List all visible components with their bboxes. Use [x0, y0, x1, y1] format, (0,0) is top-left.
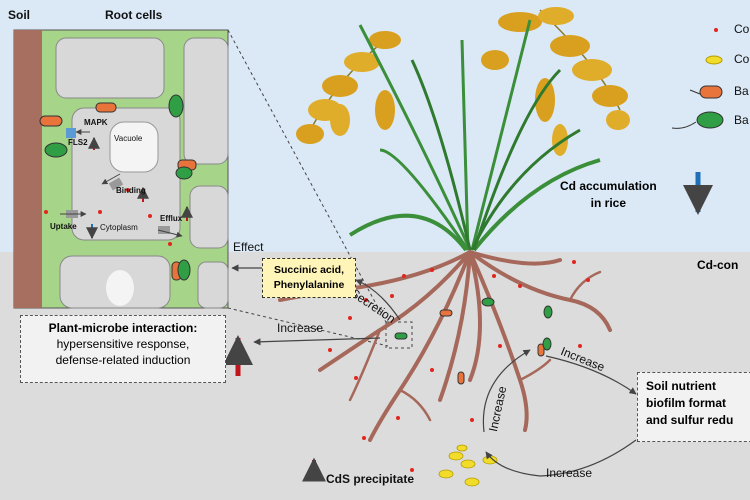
cycle-arrow: [545, 355, 637, 395]
root-cell-inset: [13, 29, 229, 309]
root-cell: [183, 37, 229, 165]
green-bacteria-icon: [177, 259, 191, 281]
soil-effects-box: Soil nutrient biofilm format and sulfur …: [637, 372, 750, 442]
green-bacteria-icon: [543, 305, 553, 319]
orange-bacteria-icon: [457, 371, 465, 385]
cd-ion: [126, 188, 130, 192]
legend-label-bacteria-green: Ba: [734, 113, 749, 127]
green-bacteria-icon: [175, 166, 193, 180]
pmi-title: Plant-microbe interaction:: [48, 321, 198, 335]
cd-ion: [168, 242, 172, 246]
cd-accumulation-line-1: Cd accumulation: [560, 179, 657, 193]
fls2-receptor-icon: [66, 128, 76, 138]
orange-bacteria-icon: [537, 343, 545, 357]
cd-ions: [328, 260, 590, 472]
vacuole-label: Vacuole: [114, 134, 143, 143]
root-cell: [197, 261, 229, 309]
efflux-label: Efflux: [160, 214, 183, 223]
rice-panicle-right: [481, 7, 630, 156]
acid-line-1: Succinic acid,: [273, 264, 345, 276]
increase-arrow-left: [253, 337, 381, 346]
rice-plant: [296, 7, 630, 252]
cds-precipitate-cluster: [438, 444, 498, 487]
increase-label-left: Increase: [277, 321, 324, 335]
legend-label-cd: Co: [734, 22, 750, 36]
cds-precipitate-label: CdS precipitate: [326, 472, 415, 486]
cd-dot-icon: [714, 28, 718, 32]
legend-label-cds: Co: [734, 52, 750, 66]
cd-contaminated-soil-label: Cd-con: [697, 258, 739, 272]
cd-ion: [148, 214, 152, 218]
green-bacteria-icon: [481, 297, 495, 307]
uptake-label: Uptake: [50, 222, 77, 231]
rice-panicle-left: [296, 31, 401, 144]
root-cell: [55, 37, 165, 99]
flagellum: [689, 89, 701, 95]
vacuole: [109, 121, 159, 173]
cd-ion: [44, 210, 48, 214]
green-bacteria-icon: [542, 337, 552, 351]
flagellum: [671, 121, 697, 129]
efflux-transporter-icon: [158, 226, 170, 234]
effect-label: Effect: [233, 240, 264, 254]
pmi-line-2: defense-related induction: [55, 353, 191, 367]
root-cells-header: Root cells: [105, 8, 163, 22]
orange-bacteria-icon: [95, 102, 117, 113]
zoom-region: [385, 321, 413, 349]
pmi-line-1: hypersensitive response,: [56, 337, 190, 351]
orange-bacteria-icon: [39, 115, 63, 127]
cycle-arrow: [485, 439, 637, 477]
soil-box-line-1: Soil nutrient: [646, 379, 716, 393]
zoom-connector: [227, 29, 389, 327]
acid-line-2: Phenylalanine: [273, 279, 345, 291]
increase-label-cycle-bottom: Increase: [546, 466, 593, 480]
soil-header: Soil: [8, 8, 31, 22]
green-bacteria-icon: [696, 111, 724, 129]
soil-box-line-2: biofilm format: [646, 396, 726, 410]
green-bacteria-icon: [394, 332, 408, 340]
green-bacteria-icon: [168, 94, 184, 118]
root-cell: [189, 185, 229, 249]
cds-precipitate-icon: [705, 55, 723, 65]
binding-label: Binding: [116, 186, 146, 195]
fls2-label: FLS2: [68, 138, 88, 147]
green-bacteria-icon: [44, 142, 68, 158]
secretion-arrow: [355, 279, 401, 321]
plant-microbe-interaction-box: Plant-microbe interaction: hypersensitiv…: [20, 315, 226, 383]
soil-box-line-3: and sulfur redu: [646, 413, 734, 427]
orange-bacteria-icon: [699, 85, 723, 99]
cytoplasm-label: Cytoplasm: [100, 223, 138, 232]
mapk-label: MAPK: [84, 118, 108, 127]
soil-strip: [14, 30, 42, 308]
secreted-acids-box: Succinic acid, Phenylalanine: [262, 258, 356, 298]
cd-accumulation-label: Cd accumulation in rice: [560, 178, 657, 212]
orange-bacteria-icon: [439, 309, 453, 317]
vacuole: [106, 270, 134, 306]
cd-ion: [98, 210, 102, 214]
legend-label-bacteria-orange: Ba: [734, 84, 749, 98]
binding-protein-icon: [108, 177, 124, 191]
cd-accumulation-line-2: in rice: [590, 196, 627, 210]
cycle-arrow: [482, 349, 531, 433]
